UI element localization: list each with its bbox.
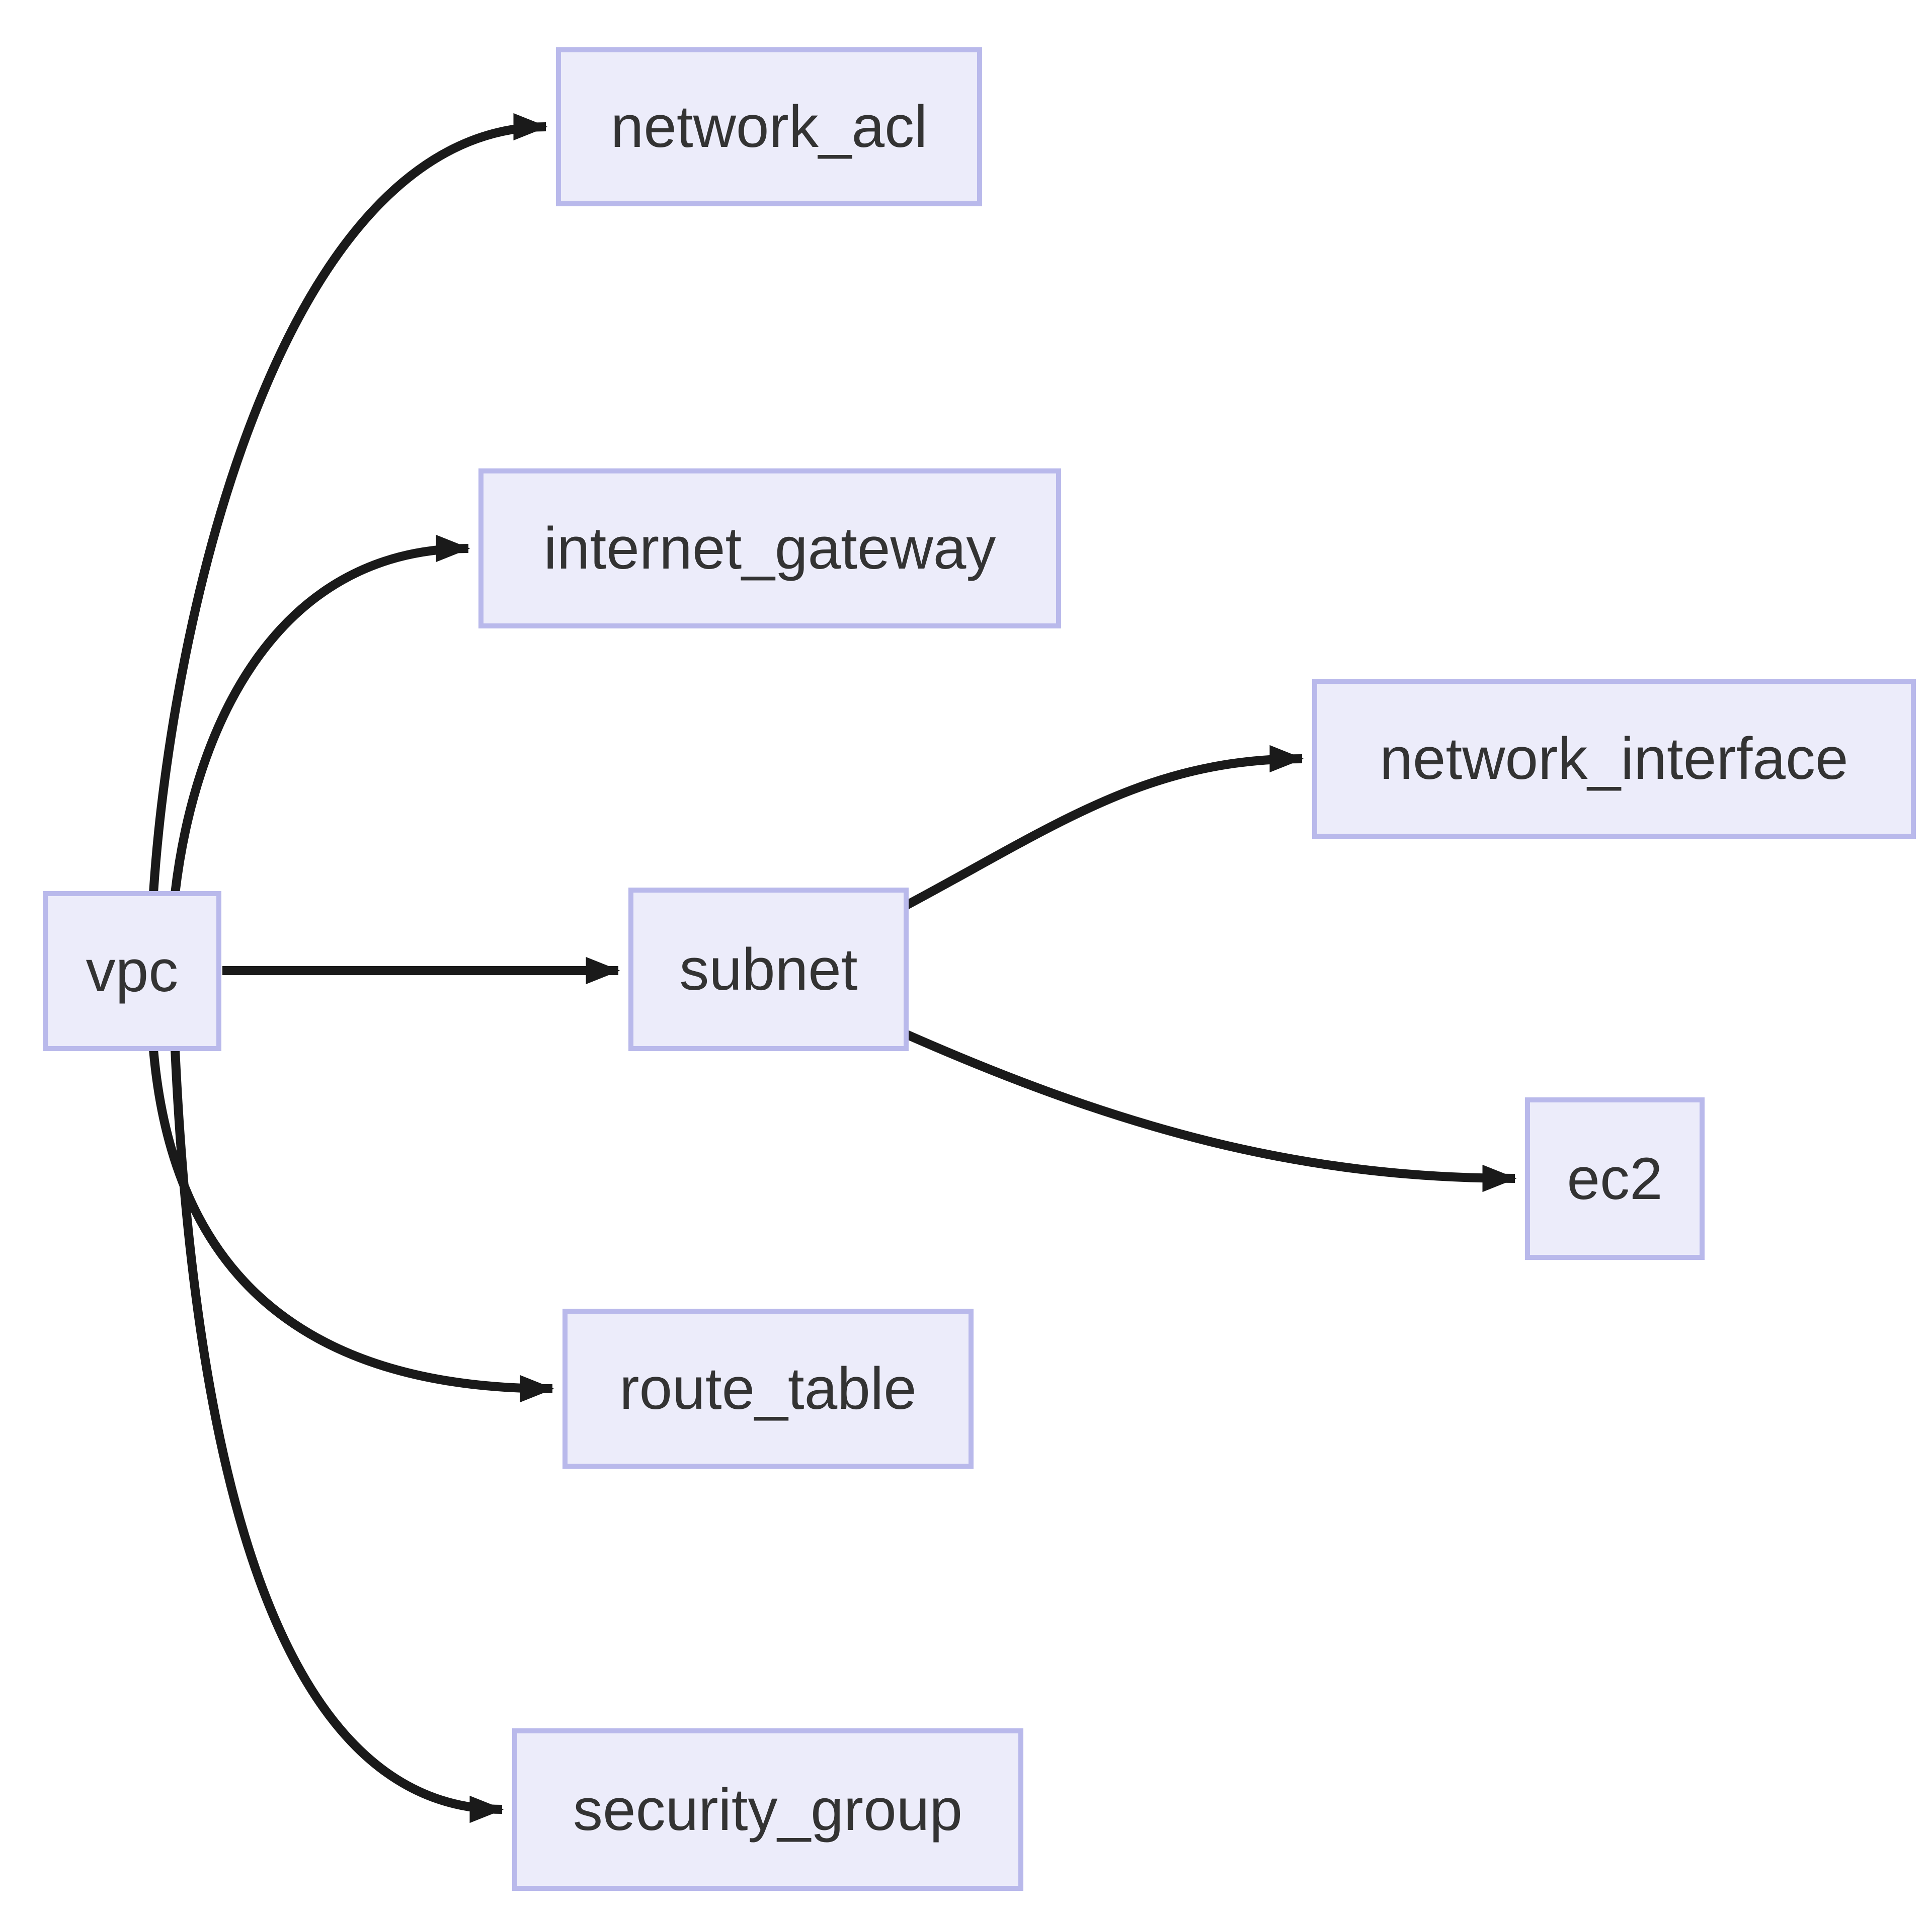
edge-subnet-to-ec2 — [904, 1029, 1517, 1192]
edge-vpc-to-security_group — [171, 1049, 504, 1823]
node-network-acl-label: network_acl — [610, 94, 928, 160]
node-vpc: vpc — [43, 891, 221, 1051]
node-network-interface-label: network_interface — [1380, 726, 1848, 792]
node-vpc-label: vpc — [86, 938, 179, 1004]
node-internet-gateway-label: internet_gateway — [543, 515, 996, 582]
node-subnet: subnet — [628, 888, 909, 1051]
edge-subnet-to-network_interface — [903, 745, 1304, 910]
node-subnet-label: subnet — [679, 936, 858, 1003]
edge-vpc-to-internet_gateway — [171, 534, 470, 894]
node-route-table-label: route_table — [619, 1356, 917, 1422]
node-security-group-label: security_group — [573, 1776, 962, 1843]
node-route-table: route_table — [562, 1309, 974, 1469]
node-ec2-label: ec2 — [1567, 1145, 1663, 1212]
edge-vpc-to-route_table — [149, 1049, 554, 1403]
node-internet-gateway: internet_gateway — [478, 468, 1061, 628]
node-network-acl: network_acl — [556, 47, 982, 206]
node-ec2: ec2 — [1525, 1097, 1705, 1260]
node-network-interface: network_interface — [1312, 679, 1916, 839]
node-security-group: security_group — [512, 1728, 1023, 1891]
